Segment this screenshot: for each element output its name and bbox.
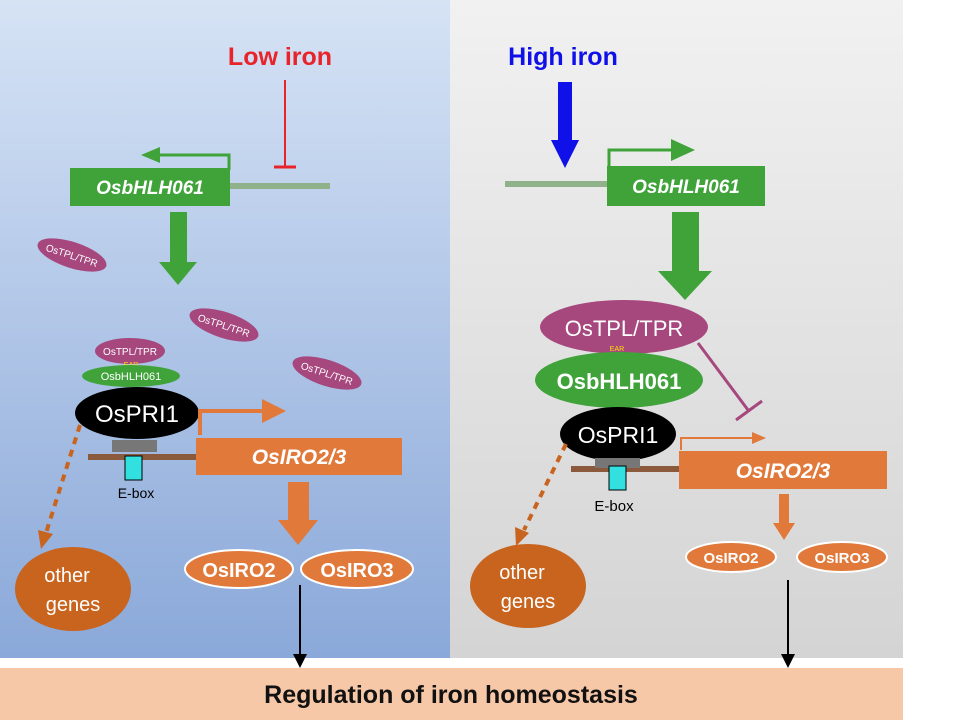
right-tpl	[540, 300, 708, 354]
svg-text:OsIRO2: OsIRO2	[703, 550, 758, 567]
left-iro-tss-arrow	[198, 409, 262, 435]
right-ospri1	[560, 407, 676, 461]
right-tss-arrow	[607, 148, 672, 168]
right-bhlh	[535, 352, 703, 408]
left-osbhlh061-gene-box	[70, 168, 230, 206]
svg-text:OsIRO3: OsIRO3	[814, 550, 869, 567]
left-ebox-box	[124, 455, 143, 481]
left-dna-line	[88, 454, 198, 460]
right-tpl-inhibit-line	[696, 342, 750, 411]
right-osiro23-gene-box	[679, 451, 887, 489]
right-ebox-label: E-box	[594, 498, 634, 515]
right-osbhlh061-gene-label: OsbHLH061	[632, 177, 740, 198]
left-other-genes	[15, 547, 131, 631]
svg-text:OsPRI1: OsPRI1	[578, 422, 659, 448]
footer-band	[0, 668, 903, 720]
left-osiro3	[300, 549, 414, 589]
svg-text:OsPRI1: OsPRI1	[95, 401, 179, 428]
right-osiro23-gene-label: OsIRO2/3	[736, 460, 831, 483]
svg-text:genes: genes	[46, 594, 101, 616]
right-osiro2	[685, 541, 777, 573]
right-iro-tss-arrow	[680, 437, 752, 450]
svg-text:OsTPL/TPR: OsTPL/TPR	[103, 347, 157, 358]
right-ebox-box	[608, 465, 627, 491]
svg-text:OsIRO3: OsIRO3	[320, 560, 393, 582]
right-other-genes	[470, 544, 586, 628]
left-osiro23-gene-label: OsIRO2/3	[252, 446, 347, 469]
left-osbhlh061-gene-label: OsbHLH061	[96, 178, 204, 199]
right-ear-label: EAR	[610, 346, 624, 353]
left-tss-arrow	[158, 153, 231, 170]
svg-text:OsbHLH061: OsbHLH061	[101, 371, 162, 383]
svg-text:genes: genes	[501, 591, 556, 613]
left-other-genes-arrow	[44, 424, 82, 534]
left-osiro2	[184, 549, 294, 589]
left-iro-expression-arrow	[278, 482, 318, 545]
left-dna-bound	[112, 440, 157, 452]
right-tpl-inhibit-bar	[735, 399, 763, 422]
right-iro-expression-arrow	[773, 494, 795, 540]
right-osiro3	[796, 541, 888, 573]
left-tpl-bound	[95, 338, 165, 364]
right-osbhlh061-gene-box	[607, 166, 765, 206]
right-promoter-line	[505, 181, 607, 187]
high-iron-label: High iron	[508, 43, 618, 71]
right-expression-arrow	[658, 212, 712, 300]
footer-label: Regulation of iron homeostasis	[264, 681, 638, 709]
left-ebox-label: E-box	[118, 485, 155, 501]
high-iron-arrow	[551, 82, 579, 168]
svg-text:OsTPL/TPR: OsTPL/TPR	[565, 316, 684, 341]
left-bhlh-small	[82, 365, 180, 387]
svg-text:OsIRO2: OsIRO2	[202, 560, 275, 582]
svg-text:other: other	[499, 562, 545, 584]
left-osiro23-gene-box	[196, 438, 402, 475]
low-iron-label: Low iron	[228, 43, 332, 71]
left-ospri1	[75, 387, 199, 439]
left-promoter-line	[230, 183, 330, 189]
svg-text:other: other	[44, 565, 90, 587]
left-expression-arrow	[159, 212, 197, 285]
right-dna-bound	[595, 458, 640, 468]
svg-text:OsbHLH061: OsbHLH061	[557, 369, 682, 394]
right-other-genes-arrow	[522, 443, 568, 531]
